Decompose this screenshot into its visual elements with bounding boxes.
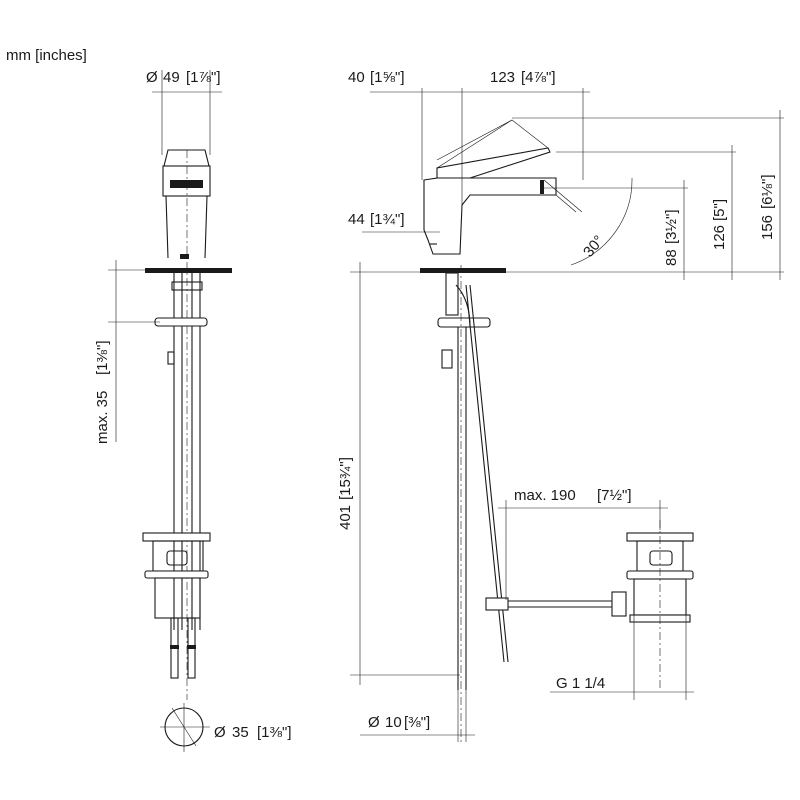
pipe-diameter-mm: 10 <box>385 714 402 731</box>
dim-base-height: 44 [1¾"] <box>348 211 440 233</box>
spout-diameter-mm: 49 <box>163 69 180 86</box>
base-height-mm: 44 <box>348 211 365 228</box>
lever-offset-inch: [1⅝"] <box>370 69 405 86</box>
outlet-height-inch: [3½"] <box>663 209 680 244</box>
front-view: Ø 49 [1⅞"] <box>94 69 292 752</box>
dim-spout-diameter: Ø 49 [1⅞"] <box>146 69 222 155</box>
dim-top: 40 [1⅝"] 123 [4⅞"] <box>348 69 590 205</box>
dim-max-distance: max. 190 [7½"] <box>498 487 668 600</box>
max-thickness-mm: max. 35 <box>94 391 111 444</box>
spout-height-mm: 126 <box>711 225 728 250</box>
units-note: mm [inches] <box>6 47 87 64</box>
dim-hole-diameter: Ø 35 [1⅜"] <box>160 703 292 752</box>
side-view: 40 [1⅝"] 123 [4⅞"] 44 [1¾"] 30° 88 [3½"] <box>337 69 784 745</box>
lever-offset-mm: 40 <box>348 69 365 86</box>
base-height-inch: [1¾"] <box>370 211 405 228</box>
hole-diameter-inch: [1⅜"] <box>257 724 292 741</box>
projection-inch: [4⅞"] <box>521 69 556 86</box>
dim-below-deck: 401 [15¾"] <box>337 262 460 685</box>
max-thickness-inch: [1⅜"] <box>94 340 111 375</box>
max-distance-mm: max. 190 <box>514 487 576 504</box>
hole-diameter-symbol: Ø <box>214 724 226 741</box>
pipe-diameter-inch: [⅜"] <box>404 714 430 731</box>
mounting-assembly-front <box>142 532 211 679</box>
hole-diameter-mm: 35 <box>232 724 249 741</box>
thread-label: G 1 1/4 <box>556 675 605 692</box>
outlet-height-mm: 88 <box>663 249 680 266</box>
spout-angle-label: 30° <box>580 232 608 260</box>
dim-thread: G 1 1/4 <box>550 615 694 700</box>
diameter-symbol: Ø <box>146 69 158 86</box>
drain-assembly <box>626 520 694 690</box>
total-height-inch: [6⅛"] <box>759 174 776 209</box>
dim-max-thickness: max. 35 [1⅜"] <box>94 260 232 444</box>
dim-heights: 88 [3½"] 126 [5"] 156 [6⅛"] <box>506 110 784 280</box>
spout-height-inch: [5"] <box>711 199 728 221</box>
below-deck-mm: 401 <box>337 505 354 530</box>
below-deck-inch: [15¾"] <box>337 457 354 500</box>
side-below-deck <box>437 265 627 745</box>
mixer-body-side <box>420 119 583 273</box>
dim-pipe-diameter: Ø 10 [⅜"] <box>360 690 475 742</box>
total-height-mm: 156 <box>759 215 776 240</box>
max-distance-inch: [7½"] <box>597 487 632 504</box>
mixer-body-front <box>145 149 232 273</box>
dim-spout-angle: 30° <box>570 177 633 266</box>
spout-diameter-inch: [1⅞"] <box>186 69 221 86</box>
pipe-diameter-symbol: Ø <box>368 714 380 731</box>
projection-mm: 123 <box>490 69 515 86</box>
